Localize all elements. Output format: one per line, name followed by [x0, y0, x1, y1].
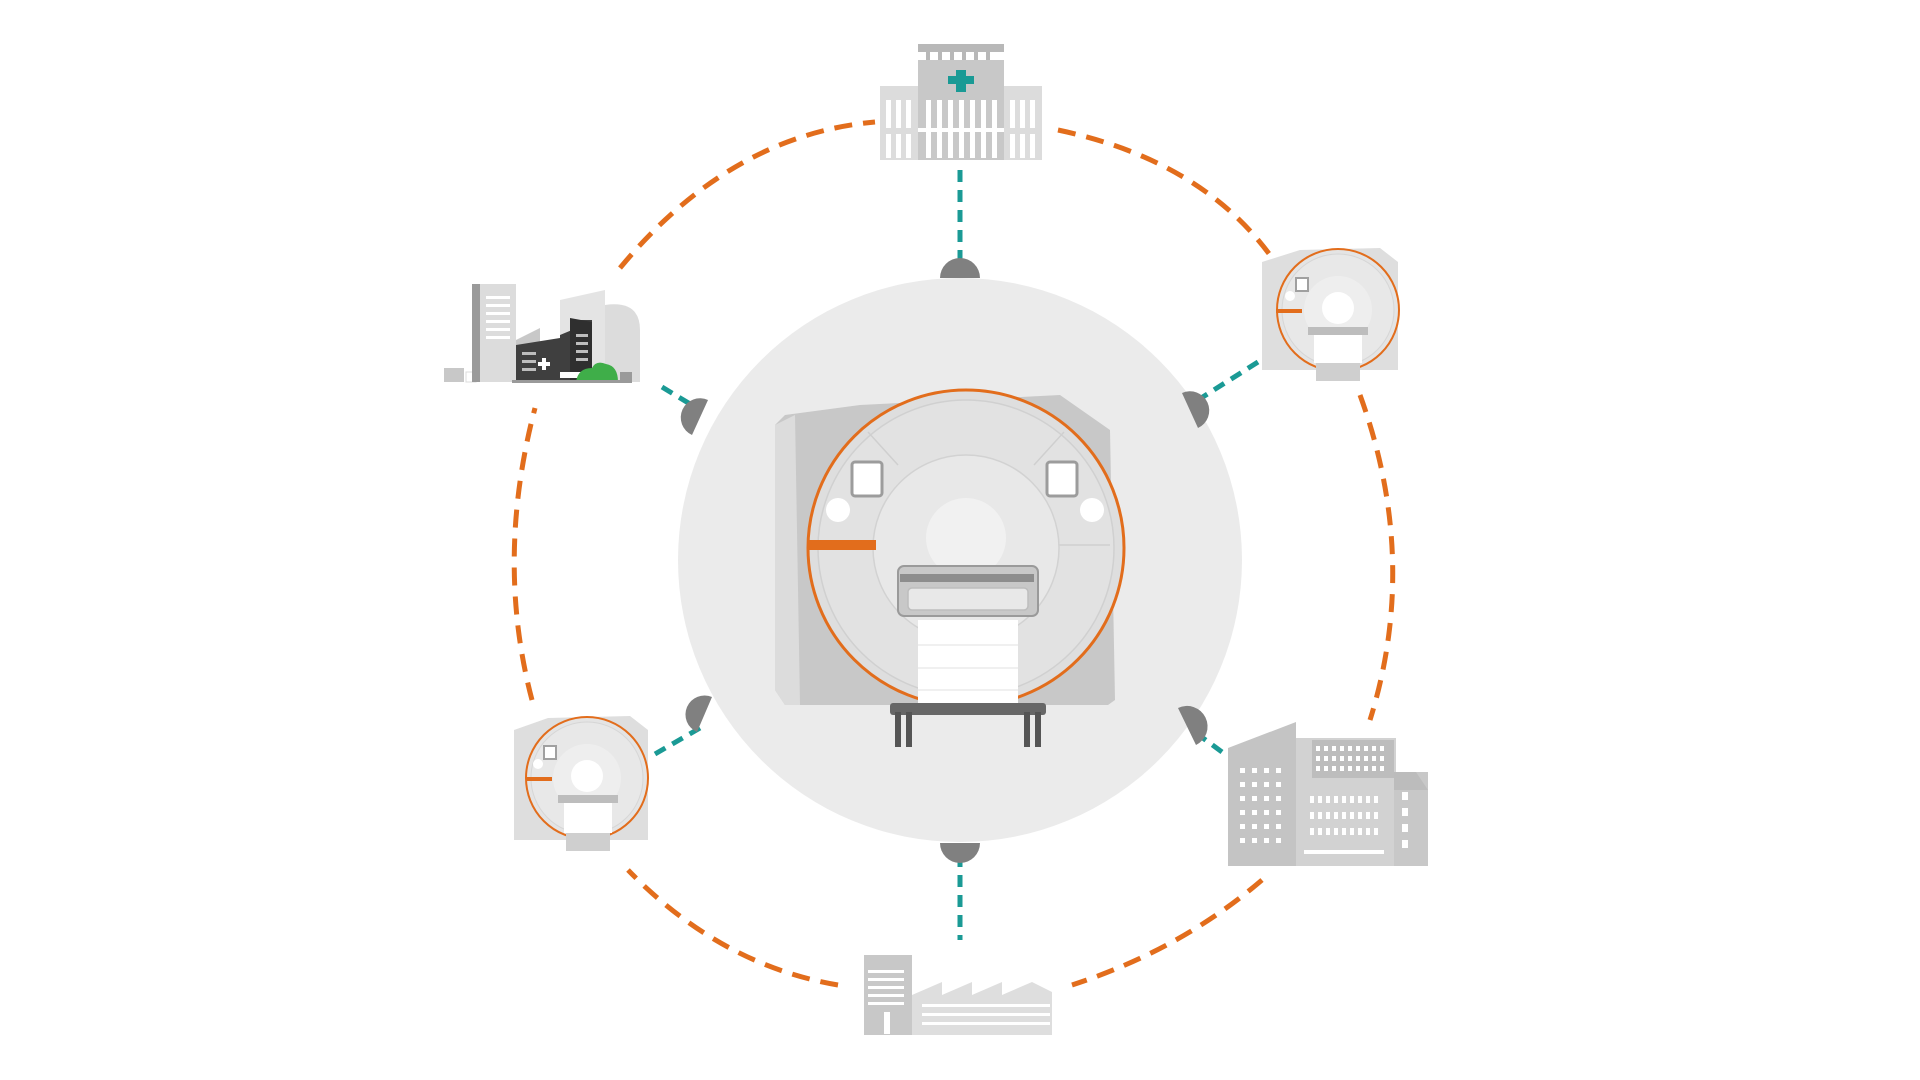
ring-arc-left	[511, 407, 538, 701]
hospital-icon	[880, 44, 1042, 160]
mri-scanner-icon-right	[1262, 248, 1400, 381]
ring-arc-top-right	[1057, 127, 1273, 257]
ring-arc-top-left	[618, 119, 876, 270]
port-bottom	[940, 843, 980, 863]
port-bottom-left	[685, 695, 712, 732]
cross-icon-campus	[538, 358, 550, 370]
port-top	[940, 258, 980, 278]
tree-icon	[576, 362, 618, 382]
connector-top-right	[1196, 359, 1260, 403]
factory-icon	[864, 955, 1052, 1035]
hub-ports	[680, 258, 1210, 863]
ring-arc-right	[1357, 394, 1396, 721]
port-top-left	[680, 398, 708, 435]
port-top-right	[1182, 391, 1210, 428]
mri-scanner-icon	[775, 388, 1126, 747]
office-building-icon	[1228, 722, 1428, 866]
connector-bottom-left	[653, 725, 702, 757]
port-bottom-right	[1178, 705, 1208, 745]
outer-ring	[511, 119, 1396, 988]
ring-arc-bottom-right	[1071, 878, 1264, 988]
connector-top-left	[660, 384, 702, 413]
mri-scanner-icon-left	[514, 716, 649, 851]
ring-arc-bottom-left	[626, 868, 839, 988]
clinic-campus-icon	[444, 284, 640, 383]
cross-icon	[948, 70, 974, 92]
